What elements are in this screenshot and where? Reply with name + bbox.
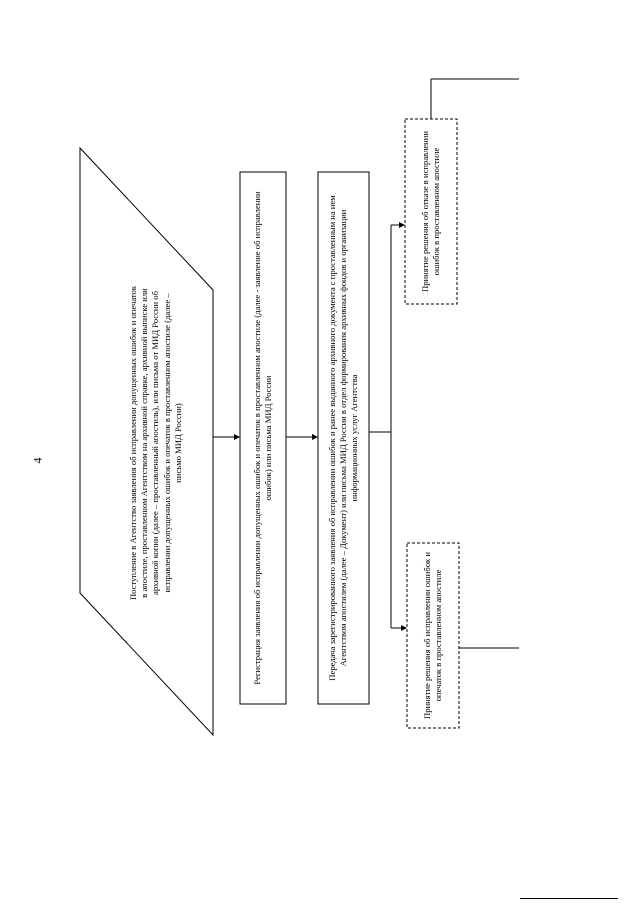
decision-correct-text: Принятие решения об исправлении ошибок и… bbox=[421, 552, 443, 719]
receipt-text: Поступление в Агентство заявления об исп… bbox=[127, 285, 183, 601]
footer-rule bbox=[520, 898, 618, 899]
decision-refuse-text: Принятие решения об отказе в исправлении… bbox=[419, 131, 441, 292]
decision-correct-box bbox=[406, 542, 460, 729]
registration-text: Регистрация заявления об исправлении доп… bbox=[251, 191, 273, 685]
registration-box bbox=[239, 171, 287, 705]
transfer-text: Передача зарегистрированного заявления о… bbox=[326, 195, 360, 681]
arrowhead-receipt-registration bbox=[234, 434, 240, 440]
receipt-parallelogram bbox=[79, 146, 214, 737]
arrowhead-to-refuse bbox=[399, 222, 405, 228]
arrowhead-to-correct bbox=[401, 625, 407, 631]
transfer-box bbox=[317, 171, 370, 705]
arrowhead-registration-transfer bbox=[312, 434, 318, 440]
